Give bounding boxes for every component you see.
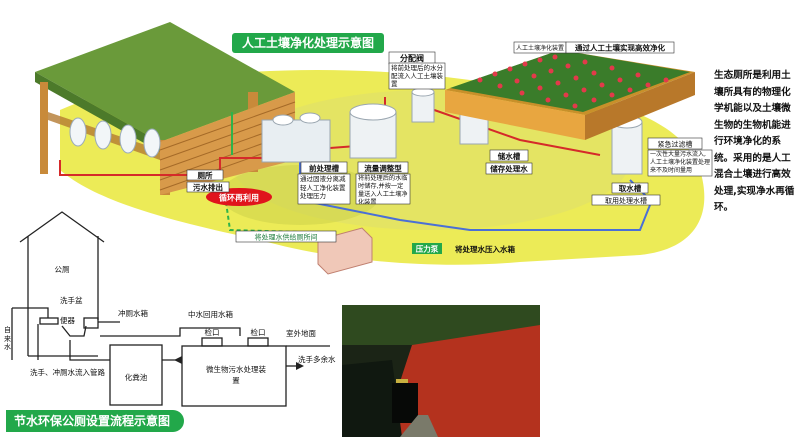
- toilet-label: 厕所: [198, 170, 213, 180]
- top-title: 人工土壤净化处理示意图: [232, 33, 384, 53]
- flow-note: 将前处理后的水临时储存,并按一定量送入人工土壤净化装置: [358, 175, 408, 204]
- washbasin-label: 洗手盆: [60, 295, 83, 305]
- photo: [342, 305, 540, 437]
- pretreat-tank: [261, 112, 331, 163]
- intake-tank-label: 取水槽: [619, 183, 642, 193]
- emergency-note: 一次性大量污水流入,人工土壤净化装置处理来不及时间量用: [650, 151, 711, 174]
- pretreat-note: 通过固液分离减轻人工净化装置处理压力: [300, 175, 346, 200]
- side-description: 生态厕所是利用土壤所具有的物理化学机能以及土壤微生物的生物机能进行环境净化的系统…: [714, 70, 795, 213]
- intake-note: 取用处理水槽: [605, 196, 647, 205]
- distribution-well-label: 分配阀: [400, 53, 424, 63]
- toilet-house: [35, 22, 296, 195]
- soil-purify-label: 通过人工土壤实现高效净化: [575, 43, 665, 53]
- recycle-label: 循环再利用: [218, 193, 259, 203]
- label-boxes: [186, 41, 713, 254]
- septic-tank-label: 化粪池: [125, 372, 148, 382]
- emergency-tank-label: 紧急过滤槽: [658, 140, 693, 149]
- flow-arrow-icon: [174, 356, 182, 364]
- flower-icon: [477, 54, 669, 109]
- distribution-well: [411, 87, 435, 123]
- outdoor-ground-label: 室外地面: [286, 328, 316, 338]
- soil-bed: [445, 50, 695, 140]
- reclaimed-tank-label: 中水回用水箱: [188, 309, 233, 319]
- schematic: [11, 211, 330, 407]
- flow-arrow-icon: [296, 362, 304, 370]
- flow-tank: [349, 103, 397, 159]
- flow-tank-label: 流量调整型: [364, 163, 402, 173]
- storage-tank-label: 储水槽: [498, 151, 521, 161]
- flush-tank-label: 冲厕水箱: [118, 308, 148, 318]
- inspection-port-2-label: 检口: [251, 327, 266, 337]
- to-tank-label: 将处理水压入水箱: [455, 244, 515, 254]
- supply-toilet-label: 将处理水供给厕所间: [255, 233, 318, 242]
- urinal-icon: [69, 117, 161, 158]
- soil-device-tag: 人工土壤净化装置: [516, 44, 564, 52]
- recycle-ellipse: [206, 188, 272, 206]
- distribution-note: 将前处理后的水分配流入人工土壤装置: [391, 64, 443, 88]
- pressure-pump-label: 压力泵: [416, 244, 439, 254]
- toilet-bowl-label: 便器: [60, 315, 75, 325]
- storage-note: 储存处理水: [490, 164, 528, 174]
- micro-device-label: 微生物污水处理装置: [206, 365, 266, 385]
- inspection-port-1-label: 检口: [205, 327, 220, 337]
- public-toilet-label: 公厕: [55, 265, 70, 274]
- bottom-title: 节水环保公厕设置流程示意图: [6, 410, 184, 432]
- excess-water-label: 洗手多余水: [298, 354, 336, 364]
- wash-flush-inflow-label: 洗手、冲厕水流入管路: [30, 367, 105, 377]
- pretreat-tank-label: 前处理槽: [309, 163, 339, 173]
- sewage-label: 污水排出: [193, 182, 223, 192]
- tap-water-label: 自来水: [4, 326, 11, 351]
